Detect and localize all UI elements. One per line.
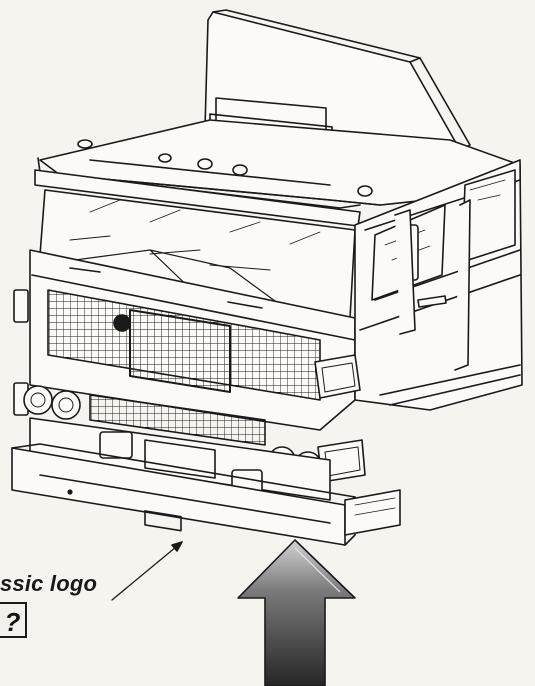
cab-step <box>344 489 401 536</box>
callout-leader-arrowhead <box>171 541 183 552</box>
callout-badge: ? <box>0 602 27 638</box>
callout-leader-line <box>111 541 183 601</box>
grille-emblem <box>113 314 131 332</box>
side-mirrors <box>13 199 471 416</box>
callout-label: ssic logo <box>0 571 98 596</box>
pointer-arrow <box>237 539 356 686</box>
door-handle <box>417 295 447 308</box>
roof-lamps <box>77 139 373 197</box>
radiator-grille <box>47 289 321 401</box>
front-bumper <box>11 443 356 546</box>
lower-grille <box>89 394 266 446</box>
